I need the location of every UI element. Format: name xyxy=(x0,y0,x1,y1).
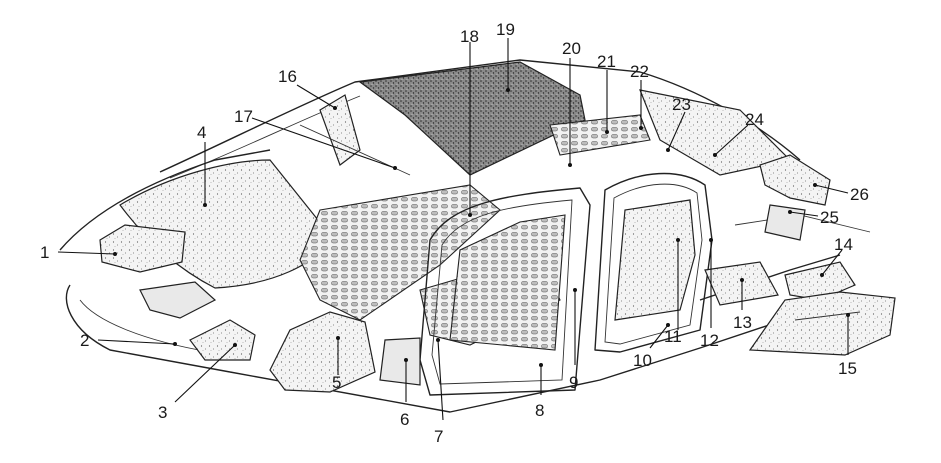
leader-dots xyxy=(113,88,850,367)
part-1-front-pad xyxy=(99,224,186,273)
callout-4: 4 xyxy=(197,123,206,142)
callout-2: 2 xyxy=(80,331,89,350)
part-24-parcel-shelf xyxy=(639,89,792,176)
part-16-a-pillar-pad xyxy=(319,94,361,166)
callout-23: 23 xyxy=(672,95,691,114)
part-9-door-pad xyxy=(449,214,566,351)
part-20-21-roof-rails xyxy=(549,114,651,156)
callout-9: 9 xyxy=(569,373,578,392)
part-15-rear-arch-shell xyxy=(748,291,896,356)
callout-7: 7 xyxy=(434,427,443,446)
leader-lines xyxy=(57,38,849,421)
callout-8: 8 xyxy=(535,401,544,420)
part-26-trunk-pad xyxy=(759,154,831,206)
callout-5: 5 xyxy=(332,373,341,392)
part-3-apron-pad xyxy=(189,319,256,361)
callout-19: 19 xyxy=(496,20,515,39)
callout-15: 15 xyxy=(838,359,857,378)
callout-6: 6 xyxy=(400,410,409,429)
callout-25: 25 xyxy=(820,208,839,227)
callout-22: 22 xyxy=(630,62,649,81)
callout-18: 18 xyxy=(460,27,479,46)
part-25-trunk-strip xyxy=(764,204,806,241)
callout-24: 24 xyxy=(745,110,764,129)
callout-17: 17 xyxy=(234,107,253,126)
callout-3: 3 xyxy=(158,403,167,422)
callout-14: 14 xyxy=(834,235,853,254)
callout-26: 26 xyxy=(850,185,869,204)
part-8-front-door-seal xyxy=(419,187,591,396)
part-2-grille-pad xyxy=(139,281,217,319)
callout-16: 16 xyxy=(278,67,297,86)
callout-21: 21 xyxy=(597,52,616,71)
part-6-pillar-pad xyxy=(379,337,421,386)
part-5-wheel-arch-pad xyxy=(269,311,376,393)
callout-labels: 1 2 3 4 5 6 7 8 9 10 11 12 13 14 15 16 1… xyxy=(40,20,869,446)
callout-11: 11 xyxy=(664,327,682,346)
callout-1: 1 xyxy=(40,243,49,262)
callout-10: 10 xyxy=(633,351,652,370)
callout-20: 20 xyxy=(562,39,581,58)
part-11-rear-door-pad xyxy=(614,199,696,321)
callout-13: 13 xyxy=(733,313,752,332)
part-19-roof-headliner xyxy=(358,61,586,176)
callout-12: 12 xyxy=(700,331,719,350)
